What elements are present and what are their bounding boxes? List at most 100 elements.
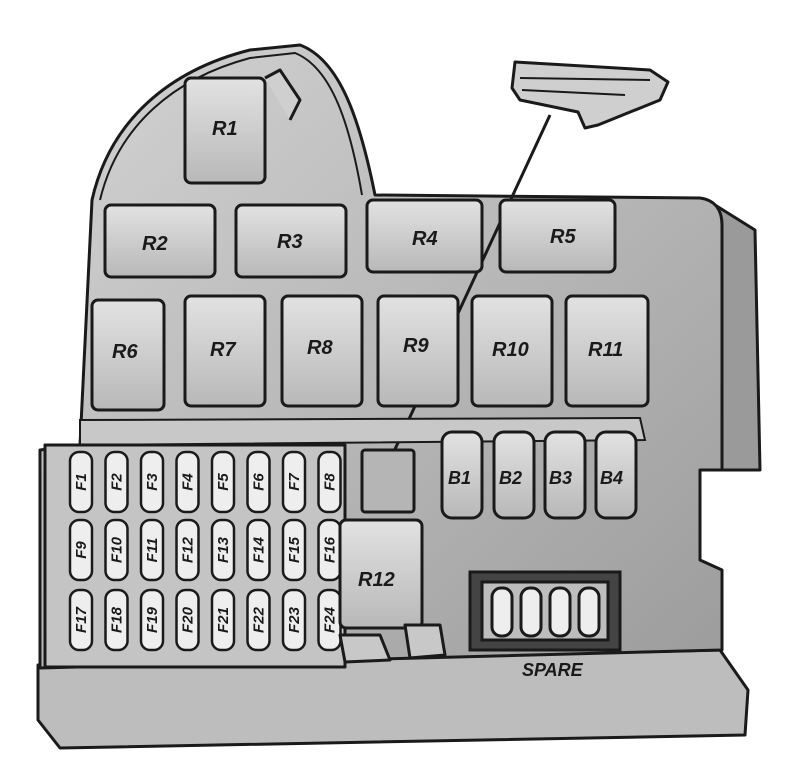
fuse-puller-slot [360, 448, 416, 514]
mini-fuse-body [175, 450, 200, 514]
relay-r5-label: R5 [550, 226, 576, 248]
mini-fuse-row-2: F9 F10 F11 F12 F13 F14 F15 F16 [68, 518, 342, 582]
mini-fuse-body [210, 518, 236, 582]
mini-fuse: F15 [281, 518, 307, 582]
block-b4: B4 [594, 430, 638, 520]
mini-fuse-body [246, 450, 271, 514]
mini-fuse-label: F7 [286, 473, 303, 491]
relay-r3: R3 [234, 203, 348, 279]
mini-fuse: F9 [68, 518, 94, 582]
mini-fuse-body [68, 588, 94, 652]
mini-fuse-label: F15 [286, 536, 303, 563]
block-b3-label: B3 [549, 468, 572, 488]
mini-fuse-body [317, 450, 342, 514]
block-b2: B2 [492, 430, 536, 520]
mini-fuse: F19 [139, 588, 165, 652]
mini-fuse-body [104, 450, 129, 514]
block-b4-label: B4 [600, 468, 623, 488]
block-b1: B1 [440, 430, 484, 520]
mini-fuse-label: F3 [144, 473, 161, 491]
mini-fuse-row-1: F1 F2 F3 F4 F5 F6 F7 F8 [68, 450, 342, 514]
spare-fuse-1 [490, 586, 514, 638]
mini-fuse-body [139, 518, 165, 582]
mini-fuse-body [281, 518, 307, 582]
mini-fuse-label: F1 [73, 473, 90, 491]
mini-fuse-label: F4 [180, 473, 197, 491]
relay-r12-clip [403, 623, 447, 660]
mini-fuse-label: F19 [144, 606, 161, 633]
mini-fuse: F11 [139, 518, 165, 582]
mini-fuse-label: F9 [73, 541, 90, 559]
relay-r1: R1 [183, 68, 302, 185]
mini-fuse: F7 [281, 450, 307, 514]
mini-fuse-body [68, 518, 94, 582]
mini-fuse: F14 [246, 518, 271, 582]
mini-fuse: F23 [281, 588, 307, 652]
mini-fuse-label: F23 [286, 606, 303, 633]
relay-r6-label: R6 [112, 341, 138, 363]
relay-r9-label: R9 [403, 335, 429, 357]
block-b1-label: B1 [448, 468, 471, 488]
mini-fuse: F1 [68, 450, 94, 514]
mini-fuse-label: F18 [109, 606, 126, 633]
mini-fuse-body [246, 588, 271, 652]
mini-fuse-body [68, 450, 94, 514]
mini-fuse-body [246, 518, 271, 582]
mini-fuse-label: F22 [251, 606, 268, 633]
relay-r4-label: R4 [412, 228, 438, 250]
relay-r6: R6 [90, 298, 166, 412]
relay-r8: R8 [280, 294, 364, 408]
mini-fuse: F8 [317, 450, 342, 514]
spare-label: SPARE [522, 660, 584, 680]
spare-fuse-4 [577, 586, 601, 638]
relay-r2-label: R2 [142, 233, 168, 255]
mini-fuse-label: F13 [215, 536, 232, 563]
mini-fuse-label: F10 [109, 536, 126, 563]
relay-r7-label: R7 [210, 339, 236, 361]
mini-fuse-label: F17 [73, 606, 90, 633]
relay-r7: R7 [183, 294, 267, 408]
block-b3: B3 [543, 430, 587, 520]
mini-fuse-label: F5 [215, 473, 232, 491]
mini-fuse-label: F11 [144, 538, 161, 563]
mini-fuse-label: F6 [251, 473, 268, 491]
relay-r12-label: R12 [358, 569, 395, 591]
mini-fuse: F5 [210, 450, 236, 514]
block-b2-label: B2 [499, 468, 522, 488]
spare-fuse-3 [548, 586, 572, 638]
relay-r9: R9 [376, 294, 460, 408]
mini-fuse-label: F2 [109, 473, 126, 491]
mini-fuse-label: F20 [180, 606, 197, 633]
mini-fuse: F13 [210, 518, 236, 582]
spare-fuse-2 [519, 586, 543, 638]
mini-fuse-label: F21 [215, 607, 232, 633]
mini-fuse-label: F12 [180, 536, 197, 563]
mini-fuse: F16 [317, 518, 342, 582]
mini-fuse: F2 [104, 450, 129, 514]
mini-fuse-label: F8 [322, 473, 339, 491]
mini-fuse-body [104, 518, 129, 582]
fuse-puller-icon [510, 60, 670, 130]
mini-fuse-body [175, 518, 200, 582]
mini-fuse: F22 [246, 588, 271, 652]
mini-fuse-label: F14 [251, 536, 268, 563]
mini-fuse: F18 [104, 588, 129, 652]
mini-fuse-body [175, 588, 200, 652]
fuse-puller [382, 60, 670, 470]
mini-fuse: F20 [175, 588, 200, 652]
relay-r10-label: R10 [492, 339, 529, 361]
relay-r4: R4 [365, 198, 484, 274]
mini-fuse: F17 [68, 588, 94, 652]
relay-r12: R12 [338, 518, 424, 630]
mini-fuse-body [210, 450, 236, 514]
mini-fuse-body [139, 450, 165, 514]
mini-fuse: F3 [139, 450, 165, 514]
relay-r8-label: R8 [307, 337, 333, 359]
relay-r12-base [338, 633, 392, 664]
mini-fuse-body [281, 450, 307, 514]
mini-fuse-body [104, 588, 129, 652]
relay-r1-label: R1 [212, 118, 238, 140]
mini-fuse: F10 [104, 518, 129, 582]
